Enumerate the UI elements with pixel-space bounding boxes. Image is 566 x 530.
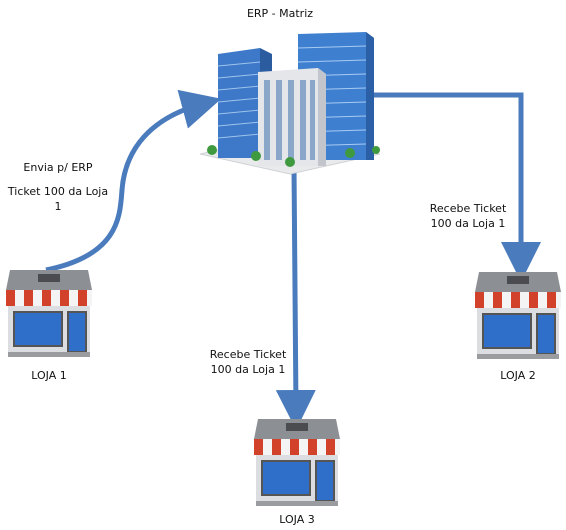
- receive-loja3-line-2: 100 da Loja 1: [210, 363, 286, 376]
- receive-loja2-line-1: Recebe Ticket: [429, 202, 507, 215]
- erp-building-icon: [199, 32, 381, 175]
- arrow-erp-to-loja3: [275, 167, 316, 430]
- receive-label-loja2: Recebe Ticket 100 da Loja 1: [418, 201, 518, 231]
- erp-title: ERP - Matriz: [246, 7, 314, 20]
- send-label-line-1: Envia p/ ERP: [23, 161, 93, 174]
- send-label: Envia p/ ERP Ticket 100 da Loja 1: [2, 160, 114, 214]
- receive-loja2-line-2: 100 da Loja 1: [430, 217, 506, 230]
- arrow-erp-to-loja2: [374, 92, 541, 282]
- store-icon-loja1: [6, 270, 92, 357]
- send-label-line-2: Ticket 100 da Loja: [7, 185, 109, 198]
- store-label-loja1: LOJA 1: [31, 369, 67, 382]
- receive-label-loja3: Recebe Ticket 100 da Loja 1: [196, 347, 300, 377]
- arrow-loja1-to-erp: [45, 89, 222, 273]
- store-icon-loja2: [475, 272, 561, 359]
- send-label-line-3: 1: [54, 200, 62, 213]
- store-label-loja3: LOJA 3: [279, 513, 315, 526]
- store-label-loja2: LOJA 2: [500, 369, 536, 382]
- store-icon-loja3: [254, 419, 340, 506]
- receive-loja3-line-1: Recebe Ticket: [209, 348, 287, 361]
